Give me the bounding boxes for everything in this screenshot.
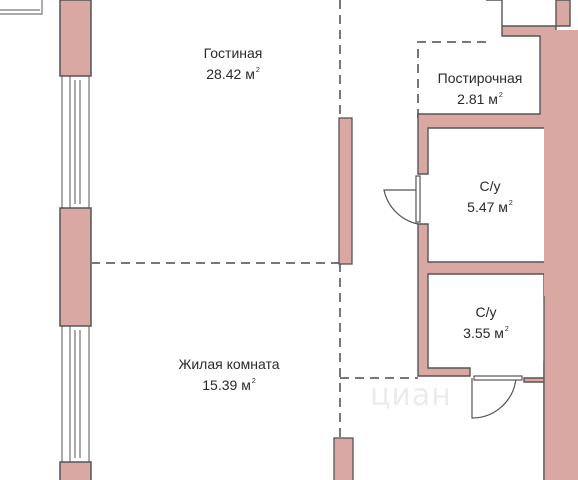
room-living: Гостиная 28.42 м2	[178, 45, 288, 83]
door-bathroom-1	[383, 175, 421, 225]
right-outer-wall	[544, 30, 578, 480]
partition-wall	[338, 117, 353, 265]
room-name: С/у	[479, 178, 501, 194]
room-name: С/у	[475, 304, 497, 320]
room-area: 28.42 м2	[206, 66, 260, 82]
room-bathroom-1: С/у 5.47 м2	[440, 178, 540, 216]
room-area: 2.81 м2	[457, 91, 503, 107]
room-name: Постирочная	[437, 70, 523, 86]
balcony-fragment	[0, 0, 43, 15]
room-bathroom-2: С/у 3.55 м2	[436, 304, 536, 342]
partition-wall-lower	[333, 437, 354, 480]
left-wall	[59, 0, 92, 480]
room-bedroom: Жилая комната 15.39 м2	[154, 356, 304, 394]
room-area: 15.39 м2	[202, 377, 256, 393]
room-area: 3.55 м2	[463, 325, 509, 341]
room-name: Гостиная	[203, 45, 263, 61]
left-windows	[61, 75, 90, 463]
dashed-zones	[91, 0, 486, 438]
room-name: Жилая комната	[178, 356, 280, 372]
room-area: 5.47 м2	[467, 199, 513, 215]
room-laundry: Постирочная 2.81 м2	[424, 70, 536, 108]
door-bathroom-2	[471, 375, 523, 419]
watermark-logo: циан	[370, 378, 452, 413]
